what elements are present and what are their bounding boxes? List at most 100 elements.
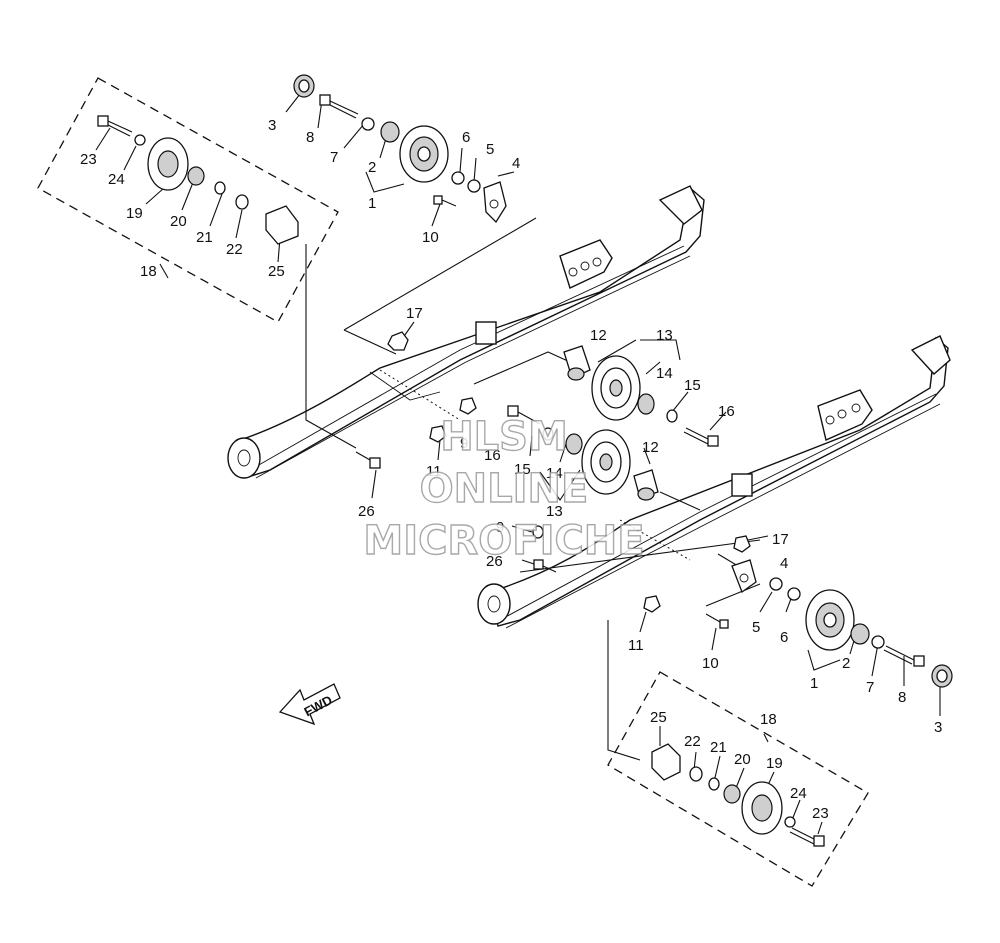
bearing-20-top bbox=[187, 166, 205, 186]
nut-17-top bbox=[387, 331, 409, 351]
bearing-14-top bbox=[637, 393, 655, 415]
callout-1-mid: 1 bbox=[810, 675, 818, 692]
callout-22-top: 22 bbox=[226, 241, 243, 258]
top-hardware bbox=[97, 74, 719, 501]
callout-6-top: 6 bbox=[462, 129, 470, 146]
callout-26-mid: 26 bbox=[486, 553, 503, 570]
callouts-bottom: 25 18 22 21 20 19 24 23 bbox=[650, 709, 829, 822]
callout-5-mid: 5 bbox=[752, 619, 760, 636]
nut-11-mid bbox=[643, 595, 661, 613]
bearing-2-top bbox=[380, 121, 400, 143]
bolt-10-top bbox=[433, 195, 457, 207]
callout-6-mid: 6 bbox=[780, 629, 788, 646]
block-25-bottom bbox=[651, 743, 681, 781]
circlip-21-bottom bbox=[708, 777, 720, 791]
callout-16-mid: 16 bbox=[484, 447, 501, 464]
callout-23-top: 23 bbox=[80, 151, 97, 168]
watermark: HLSM ONLINE MICROFICHE bbox=[363, 413, 646, 564]
callout-14-mid: 14 bbox=[546, 465, 563, 482]
collar-12-mid bbox=[633, 469, 659, 501]
callout-5-top: 5 bbox=[486, 141, 494, 158]
callout-23-bottom: 23 bbox=[812, 805, 829, 822]
bearing-20-bottom bbox=[723, 784, 741, 804]
washer-15-top bbox=[666, 409, 678, 423]
wheel-19-bottom bbox=[741, 781, 783, 835]
callout-21-bottom: 21 bbox=[710, 739, 727, 756]
callout-4-top: 4 bbox=[512, 155, 520, 172]
collar-6-top bbox=[451, 171, 465, 185]
right-slide-rail bbox=[477, 335, 951, 629]
wheel-13-mid bbox=[581, 429, 631, 495]
fwd-direction-arrow: FWD bbox=[278, 683, 341, 726]
callout-13-top: 13 bbox=[656, 327, 673, 344]
callout-3-top: 3 bbox=[268, 117, 276, 134]
collar-6-mid bbox=[787, 587, 801, 601]
watermark-line-2: ONLINE bbox=[420, 466, 589, 512]
watermark-line-1: HLSM bbox=[440, 414, 568, 460]
callout-2-mid: 2 bbox=[842, 655, 850, 672]
bolt-23-bottom bbox=[789, 827, 825, 847]
wheel-13-top bbox=[591, 355, 641, 421]
right-hardware bbox=[532, 525, 953, 688]
wheel-19-top bbox=[147, 137, 189, 191]
washer-7-top bbox=[361, 117, 375, 131]
nut-11-top bbox=[429, 425, 447, 443]
callout-11-top: 11 bbox=[426, 463, 442, 480]
nut-9-top bbox=[459, 397, 477, 415]
nut-17-mid bbox=[733, 535, 751, 553]
callout-16-top: 16 bbox=[718, 403, 735, 420]
bolt-26-mid bbox=[533, 559, 557, 573]
callout-9-top: 9 bbox=[460, 435, 468, 452]
washer-15-mid bbox=[542, 427, 554, 441]
collar-12-top bbox=[563, 345, 591, 381]
left-slide-rail bbox=[227, 185, 705, 479]
callout-7-top: 7 bbox=[330, 149, 338, 166]
bolt-10-mid bbox=[705, 613, 729, 629]
callout-19-top: 19 bbox=[126, 205, 143, 222]
callout-21-top: 21 bbox=[196, 229, 213, 246]
callout-18-top: 18 bbox=[140, 263, 157, 280]
callout-17-mid: 17 bbox=[772, 531, 789, 548]
callout-12-top: 12 bbox=[590, 327, 607, 344]
washer-7-mid bbox=[871, 635, 885, 649]
callout-19-bottom: 19 bbox=[766, 755, 783, 772]
block-25-top bbox=[265, 205, 299, 245]
callout-8-mid: 8 bbox=[898, 689, 906, 706]
callout-2-top: 2 bbox=[368, 159, 376, 176]
circlip-21-top bbox=[214, 181, 226, 195]
callout-15-top: 15 bbox=[684, 377, 701, 394]
callout-4-mid: 4 bbox=[780, 555, 788, 572]
wheel-1-mid bbox=[805, 589, 855, 651]
bearing-2-mid bbox=[850, 623, 870, 645]
callout-7-mid: 7 bbox=[866, 679, 874, 696]
wheel-1-top bbox=[399, 125, 449, 183]
callout-24-bottom: 24 bbox=[790, 785, 807, 802]
callout-25-top: 25 bbox=[268, 263, 285, 280]
callout-15-mid: 15 bbox=[514, 461, 531, 478]
callout-10-mid: 10 bbox=[702, 655, 719, 672]
collar-22-top bbox=[235, 194, 249, 210]
callout-24-top: 24 bbox=[108, 171, 125, 188]
bolt-16-mid bbox=[507, 405, 541, 425]
callouts-mid: 12 17 4 9 26 5 6 11 10 1 2 7 8 3 bbox=[486, 439, 942, 736]
bolt-16-top bbox=[683, 427, 719, 447]
callout-11-mid: 11 bbox=[628, 637, 644, 654]
bolt-23-top bbox=[97, 115, 133, 137]
callout-3-mid: 3 bbox=[934, 719, 942, 736]
bottom-group-hardware bbox=[651, 743, 825, 847]
washer-5-top bbox=[467, 179, 481, 193]
callout-14-top: 14 bbox=[656, 365, 673, 382]
callout-12-mid: 12 bbox=[642, 439, 659, 456]
callout-1-top: 1 bbox=[368, 195, 376, 212]
callouts-top: 3 8 7 2 6 5 4 1 10 23 24 19 20 21 22 25 … bbox=[80, 117, 735, 520]
washer-24-top bbox=[134, 134, 146, 146]
bolt-8-top bbox=[319, 94, 359, 119]
bolt-8-mid bbox=[883, 645, 925, 667]
fwd-label: FWD bbox=[302, 692, 335, 719]
bearing-14-mid bbox=[565, 433, 583, 455]
washer-5-mid bbox=[769, 577, 783, 591]
group-box-18-bottom bbox=[607, 671, 869, 887]
callout-20-bottom: 20 bbox=[734, 751, 751, 768]
